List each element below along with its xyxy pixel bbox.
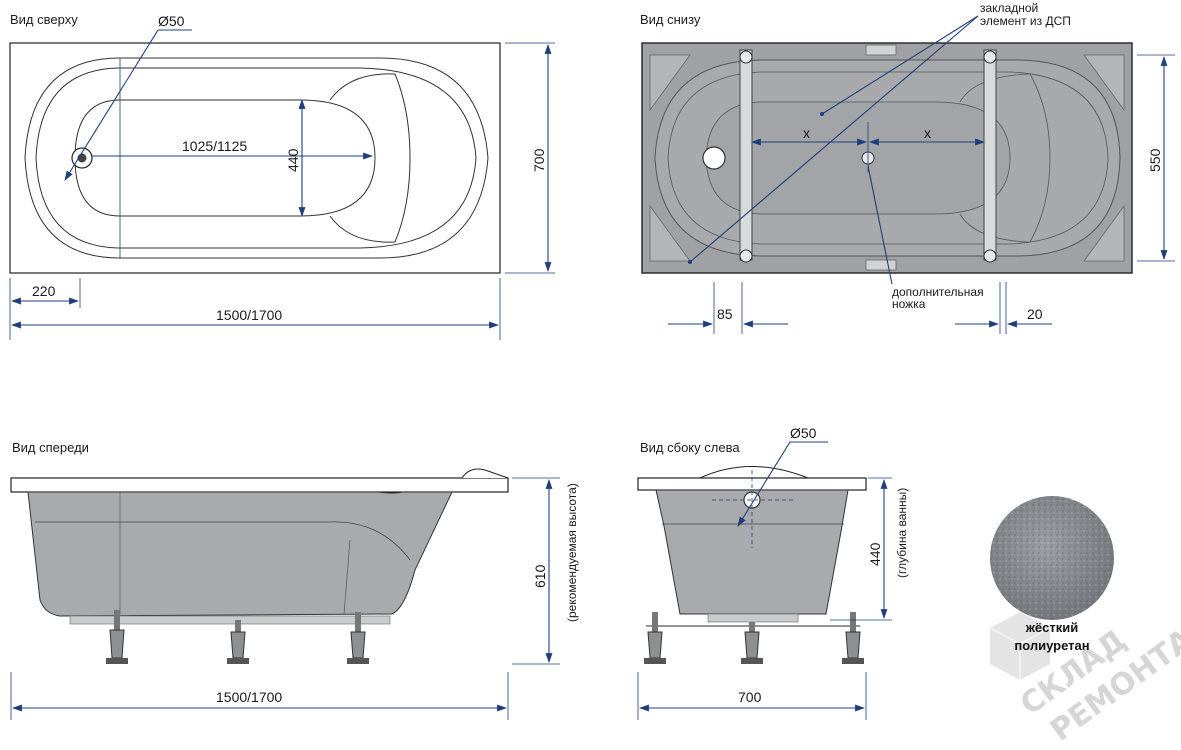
drain-leader xyxy=(64,29,159,181)
top-view: Вид сверху 1025/1125 440 Ø50 700 220 150… xyxy=(9,12,555,340)
callout-extra-leg-line1: дополнительная xyxy=(892,285,984,299)
dim-bottom-height: 550 xyxy=(1147,148,1163,172)
dim-drain-offset: 220 xyxy=(32,283,56,299)
bottom-drain-hole xyxy=(702,146,726,170)
support-rail-right xyxy=(983,49,997,261)
dim-top-height: 700 xyxy=(531,148,547,172)
material-line1: жёсткий xyxy=(1025,620,1079,635)
front-view: Вид спереди 610 (рекомендуемая выс xyxy=(10,440,579,720)
dim-side-width: 700 xyxy=(738,689,762,705)
top-view-title: Вид сверху xyxy=(10,12,78,27)
side-leg-icon xyxy=(644,612,666,664)
top-drain-diameter: Ø50 xyxy=(158,13,185,29)
bottom-view-basin xyxy=(705,101,1011,215)
support-rail-left xyxy=(739,49,753,261)
dim-front-height-note: (рекомендуемая высота) xyxy=(565,483,579,622)
side-view-title: Вид сбоку слева xyxy=(640,440,740,455)
side-leg-icon xyxy=(741,622,763,664)
side-view-body xyxy=(655,489,849,615)
callout-embedded-line2: элемент из ДСП xyxy=(980,14,1071,28)
bottom-view-title: Вид снизу xyxy=(640,12,701,27)
top-view-rim xyxy=(24,57,489,259)
callout-embedded-leader xyxy=(821,15,979,115)
dim-bottom-right: 20 xyxy=(1027,306,1043,322)
bottom-view: Вид снизу x x закладной элемент из ДСП xyxy=(640,1,1175,334)
material-line2: полиуретан xyxy=(1014,638,1089,653)
leg-mount-icon xyxy=(739,50,753,64)
dim-front-length: 1500/1700 xyxy=(216,689,282,705)
side-drain-diameter: Ø50 xyxy=(790,425,817,441)
callout-extra-leg-line2: ножка xyxy=(892,297,926,311)
front-view-title: Вид спереди xyxy=(12,440,89,455)
front-leg-icon xyxy=(347,612,369,664)
dim-top-length: 1500/1700 xyxy=(216,307,282,323)
watermark: СКЛАД РЕМОНТА xyxy=(989,612,1181,748)
side-drain-leader xyxy=(737,441,791,527)
dim-x-left: x xyxy=(803,125,810,141)
dim-x-right: x xyxy=(924,125,931,141)
dim-side-depth: 440 xyxy=(867,542,883,566)
watermark-box-icon xyxy=(989,612,1051,680)
front-leg-icon xyxy=(106,610,128,664)
front-leg-icon xyxy=(227,620,249,664)
top-view-rim-inner xyxy=(35,67,477,249)
leg-mount-icon xyxy=(739,249,753,263)
front-view-rim xyxy=(10,477,509,493)
dim-inner-width: 440 xyxy=(285,148,301,172)
side-view: Вид сбоку слева Ø50 xyxy=(637,425,909,720)
side-leg-icon xyxy=(842,612,864,664)
top-view-backrest xyxy=(329,73,411,243)
dim-bottom-left: 85 xyxy=(717,306,733,322)
material-sample: жёсткий полиуретан xyxy=(990,496,1114,653)
leg-mount-icon xyxy=(983,50,997,64)
leg-mount-icon xyxy=(983,249,997,263)
dim-inner-length: 1025/1125 xyxy=(182,138,247,154)
callout-embedded-line1: закладной xyxy=(980,1,1038,15)
front-view-body xyxy=(27,491,453,617)
dim-side-depth-note: (глубина ванны) xyxy=(895,488,909,578)
callout-extra-leg-leader xyxy=(867,165,893,285)
dim-front-height: 610 xyxy=(532,564,548,588)
